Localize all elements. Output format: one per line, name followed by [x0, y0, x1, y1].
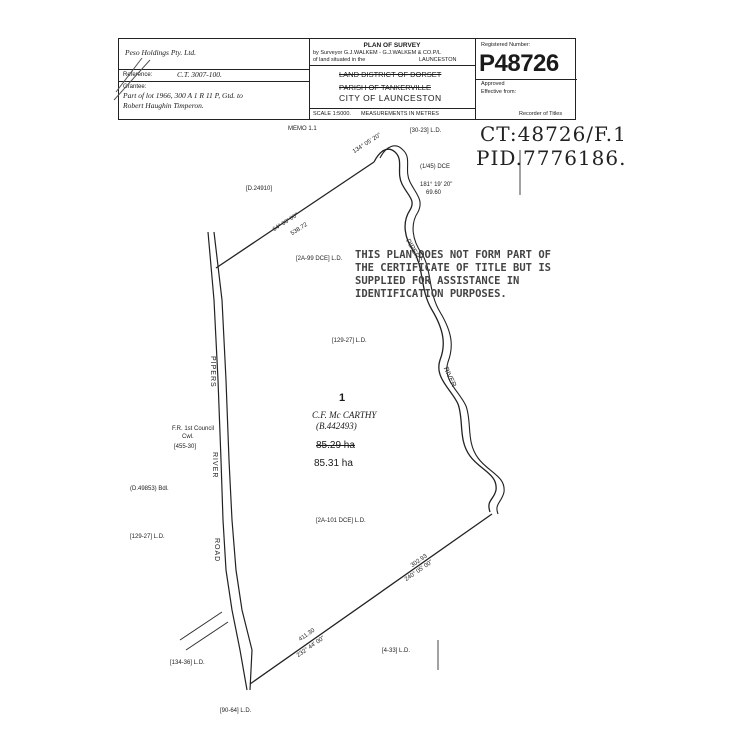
reference-label: Reference:	[123, 72, 153, 78]
lot-ref: [134-36] L.D.	[170, 660, 205, 666]
owner-name: Peso Holdings Pty. Ltd.	[125, 48, 197, 57]
lot-ref: (D.49853) Bdl.	[130, 486, 169, 492]
notice-line: THIS PLAN DOES NOT FORM PART OF	[355, 249, 551, 261]
divider	[119, 69, 309, 70]
lot-ref: [129-27] L.D.	[130, 534, 165, 540]
notice-line: IDENTIFICATION PURPOSES.	[355, 288, 507, 300]
lot-ref: [D.24910]	[246, 186, 273, 192]
parcel-owner-ref: (B.442493)	[316, 421, 357, 431]
divider	[309, 65, 475, 66]
divider	[309, 108, 475, 109]
grantee-line-1: Part of lot 1966, 300 A 1 R 11 P, Gtd. t…	[123, 91, 243, 100]
scale: SCALE 1:5000.	[313, 111, 351, 117]
lot-number: 1	[339, 392, 346, 404]
divider	[309, 39, 310, 119]
plan-title: PLAN OF SURVEY	[363, 42, 421, 49]
ct-reference: CT:48726/F.1	[480, 122, 627, 146]
disclaimer-notice: THIS PLAN DOES NOT FORM PART OF THE CERT…	[355, 249, 575, 301]
road-edge-west	[207, 231, 248, 691]
road-label: ROAD	[213, 538, 220, 563]
approved-label: Approved	[481, 81, 505, 87]
land-situated: of land situated in the	[313, 57, 366, 63]
lot-ref: [2A-99 DCE] L.D.	[296, 256, 343, 262]
lot-ref: [30-23] L.D.	[410, 128, 442, 134]
memo-note: MEMO 1.1	[288, 126, 317, 132]
launceston-small: LAUNCESTON	[419, 57, 457, 63]
council-note: F.R. 1st Council	[172, 426, 215, 432]
effective-label: Effective from:	[481, 89, 517, 95]
boundary-south-east	[249, 513, 493, 685]
fold-mark	[113, 57, 151, 101]
lot-ref: [2A-101 DCE] L.D.	[316, 518, 366, 524]
recorder-label: Recorder of Titles	[519, 111, 563, 117]
margin-mark	[437, 150, 521, 670]
lot-ref: [90-64] L.D.	[220, 708, 252, 714]
council-note: Cwl.	[182, 434, 194, 440]
pid-reference: PID.7776186.	[476, 146, 627, 170]
measurements: MEASUREMENTS IN METRES	[361, 111, 439, 117]
notice-line: SUPPLIED FOR ASSISTANCE IN	[355, 275, 520, 287]
road-edge-east	[213, 231, 253, 691]
side-road	[179, 611, 229, 651]
new-area: 85.31 ha	[314, 458, 353, 469]
lot-ref: [129-27] L.D.	[332, 338, 367, 344]
city: CITY OF LAUNCESTON	[339, 93, 442, 103]
reference-value: C.T. 3007-100.	[177, 70, 222, 79]
registered-label: Registered Number:	[481, 42, 531, 48]
parcel-owner: C.F. Mc CARTHY	[312, 410, 377, 420]
lot-ref: [455-30]	[174, 444, 197, 450]
road-label: RIVER	[211, 452, 218, 479]
registered-number: P48726	[479, 50, 559, 77]
notice-line: THE CERTIFICATE OF TITLE BUT IS	[355, 262, 551, 274]
bearing-label: 181° 19' 20"	[420, 182, 453, 188]
divider	[119, 81, 309, 82]
grantee-label: Grantee:	[123, 84, 147, 90]
lot-ref: (1/45) DCE	[420, 164, 451, 170]
distance-label: 69.60	[426, 190, 442, 196]
parish: PARISH OF TANKERVILLE	[339, 83, 431, 92]
divider	[475, 79, 577, 80]
grantee-line-2: Robert Haughin Timperon.	[123, 101, 204, 110]
river-boundary-inner	[373, 148, 497, 513]
plan-header-table: Peso Holdings Pty. Ltd. Reference: C.T. …	[118, 38, 577, 120]
by-surveyor: by Surveyor G.J.WALKEM - G.J.WALKEM & CO…	[313, 50, 441, 56]
lot-ref: [4-33] L.D.	[382, 648, 411, 654]
old-area: 85.29 ha	[316, 440, 355, 451]
land-district: LAND DISTRICT OF DORSET	[339, 70, 442, 79]
road-label: PIPERS	[209, 356, 216, 388]
river-boundary-outer	[379, 145, 505, 515]
boundary-top	[215, 161, 375, 269]
